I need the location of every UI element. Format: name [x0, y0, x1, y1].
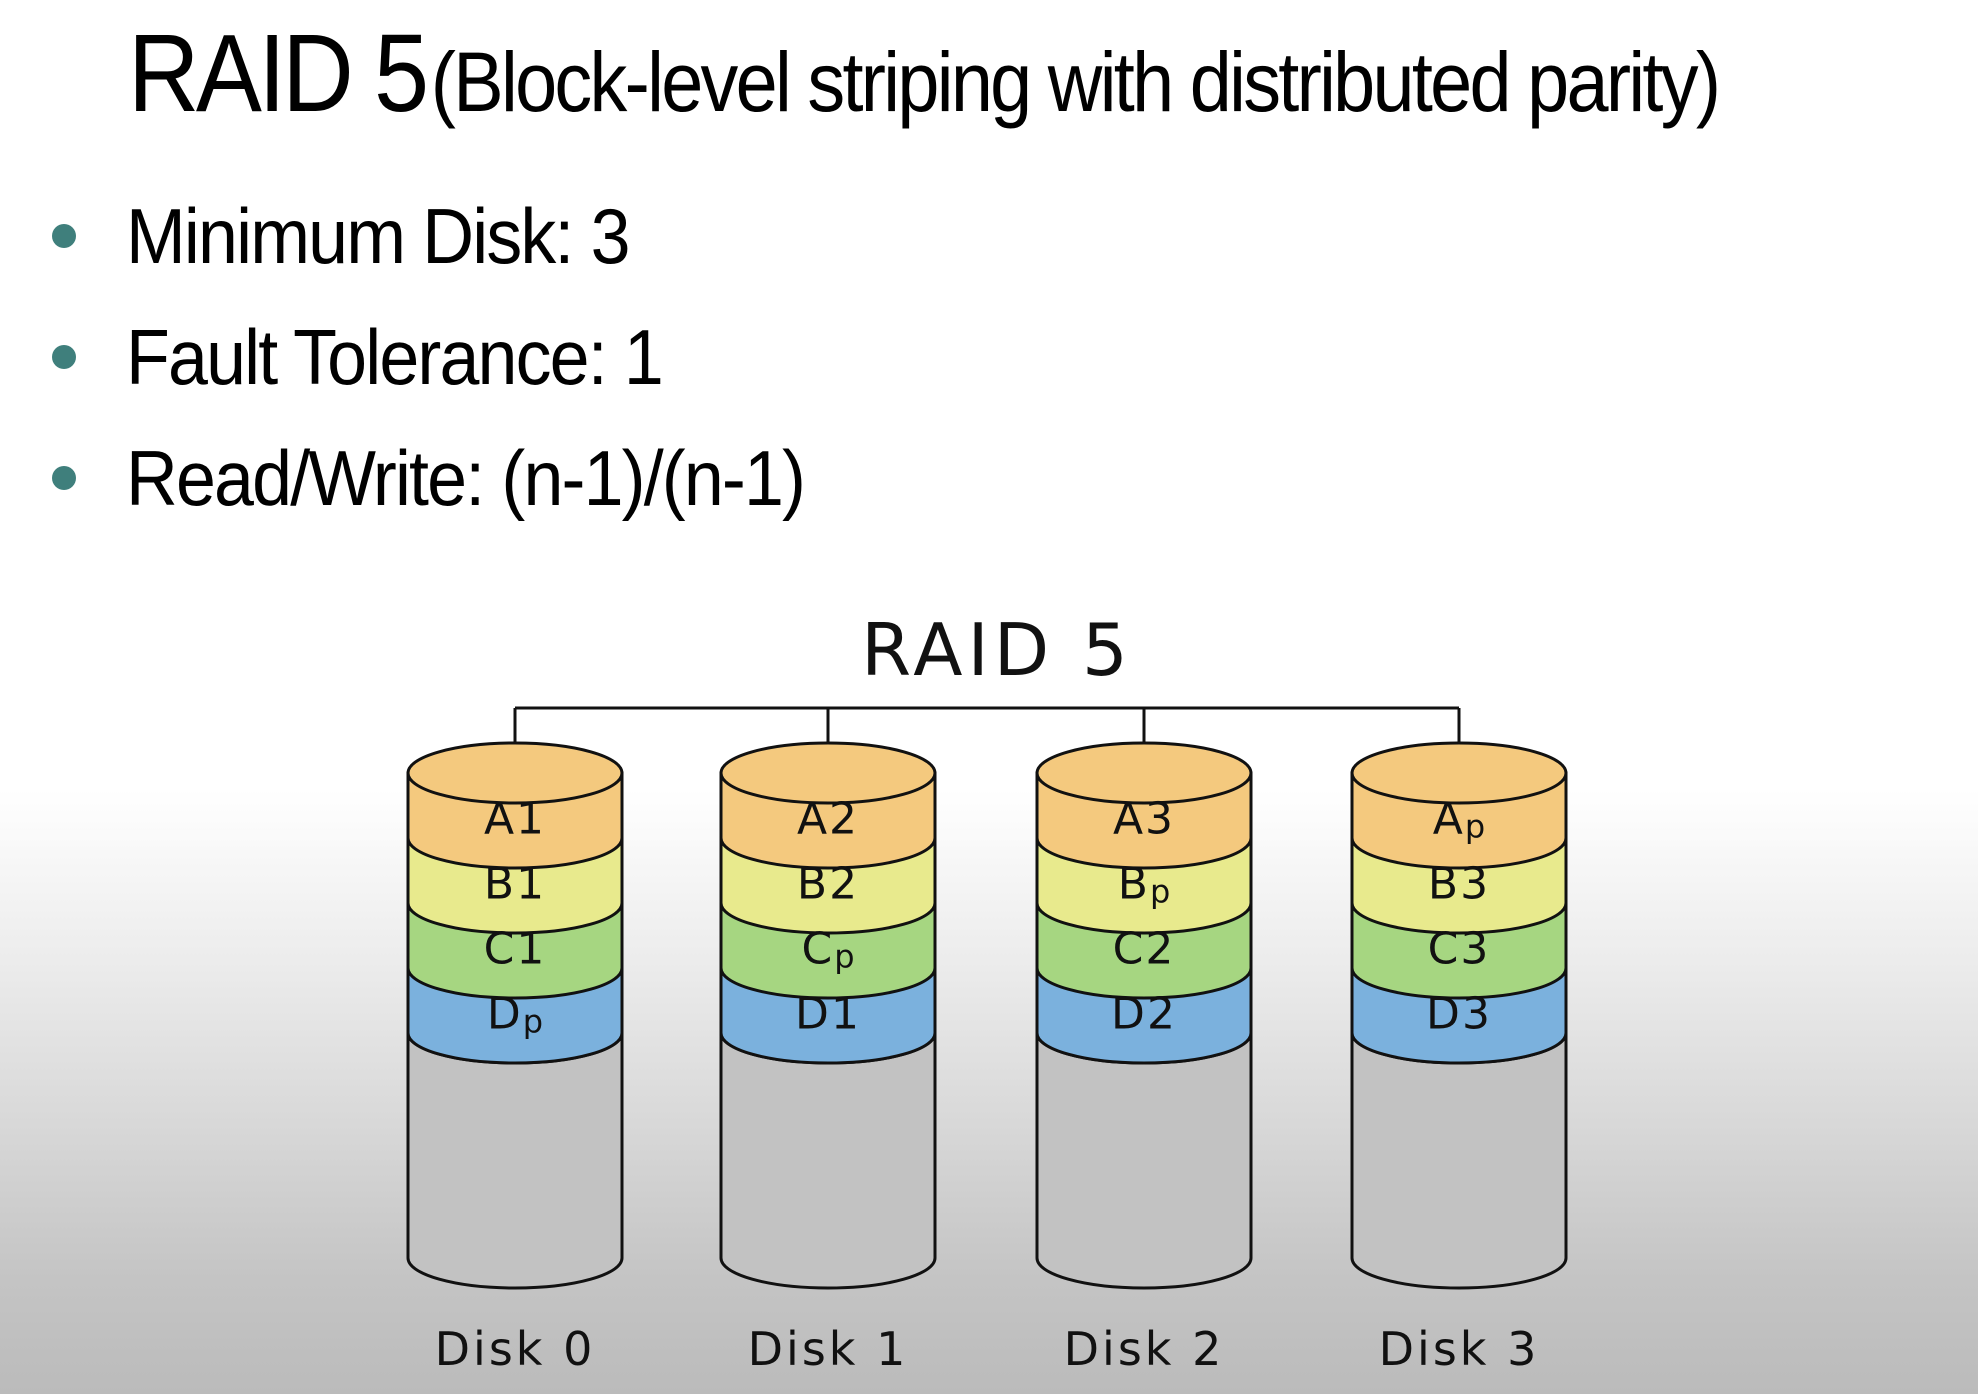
disk-top-cap: [719, 741, 937, 805]
disk-label: Disk 1: [748, 1322, 909, 1376]
block-label-dp: Dp: [487, 989, 543, 1041]
disk-top-cap: [1350, 741, 1568, 805]
disk-empty-space: [1035, 1032, 1253, 1290]
array-connector-lines: [513, 706, 1461, 773]
disk-top-cap: [1035, 741, 1253, 805]
block-label-ap: Ap: [1433, 794, 1485, 846]
block-label-d1: D1: [795, 989, 861, 1040]
block-label-cp: Cp: [801, 924, 854, 976]
block-label-d3: D3: [1426, 989, 1492, 1040]
slide-title-main: RAID 5: [128, 12, 429, 135]
block-label-c3: C3: [1428, 924, 1491, 975]
diagram-title: RAID 5: [861, 608, 1133, 692]
block-label-c1: C1: [484, 924, 547, 975]
slide-title: RAID 5 (Block-level striping with distri…: [128, 10, 1721, 137]
block-label-a3: A3: [1113, 794, 1175, 845]
disk-empty-space: [1350, 1032, 1568, 1290]
bullet-text: Minimum Disk: 3: [126, 192, 631, 280]
block-label-d2: D2: [1111, 989, 1177, 1040]
bullet-text: Read/Write: (n-1)/(n-1): [126, 434, 806, 522]
block-label-bp: Bp: [1118, 859, 1171, 911]
block-label-b1: B1: [484, 859, 546, 910]
bullet-text: Fault Tolerance: 1: [126, 313, 664, 401]
block-label-b2: B2: [797, 859, 859, 910]
disk-top-cap: [406, 741, 624, 805]
bullet-dot-icon: [52, 345, 76, 369]
disk-empty-space: [719, 1032, 937, 1290]
bullet-dot-icon: [52, 466, 76, 490]
block-label-a1: A1: [484, 794, 546, 845]
disk-label: Disk 0: [435, 1322, 596, 1376]
disk-empty-space: [406, 1032, 624, 1290]
block-label-c2: C2: [1113, 924, 1176, 975]
bullet-dot-icon: [52, 224, 76, 248]
block-label-b3: B3: [1428, 859, 1490, 910]
block-label-a2: A2: [797, 794, 859, 845]
disk-label: Disk 3: [1379, 1322, 1540, 1376]
slide-title-subtitle: (Block-level striping with distributed p…: [430, 35, 1721, 129]
disk-label: Disk 2: [1064, 1322, 1225, 1376]
